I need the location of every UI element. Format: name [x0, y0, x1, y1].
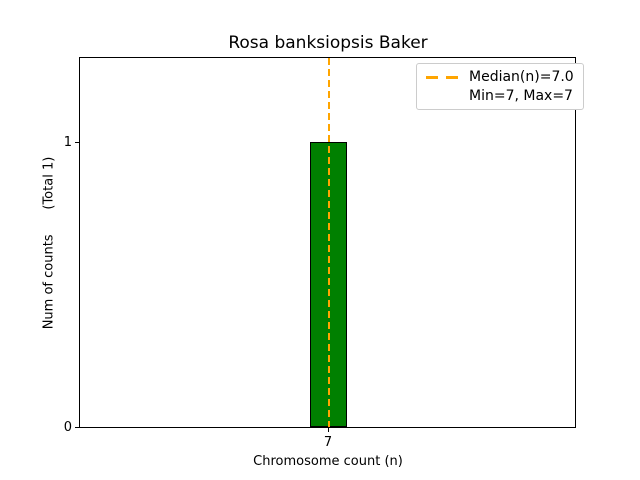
legend: Median(n)=7.0 Min=7, Max=7: [416, 63, 584, 110]
legend-item-median: Median(n)=7.0: [426, 69, 574, 85]
median-vline: [328, 58, 330, 427]
legend-label-minmax: Min=7, Max=7: [469, 88, 573, 104]
y-tick-mark-0: [75, 427, 79, 428]
x-tick-label-7: 7: [323, 435, 333, 450]
legend-label-median: Median(n)=7.0: [469, 69, 574, 85]
empty-marker: [426, 95, 459, 98]
legend-item-minmax: Min=7, Max=7: [426, 88, 574, 104]
x-tick-mark-7: [328, 428, 329, 432]
y-tick-label-0: 0: [63, 420, 72, 435]
x-axis-label: Chromosome count (n): [253, 454, 403, 469]
y-tick-mark-1: [75, 142, 79, 143]
dashed-line-icon: [426, 75, 459, 79]
chart-title: Rosa banksiopsis Baker: [228, 33, 428, 53]
y-axis-label: Num of counts (Total 1): [41, 156, 57, 330]
y-tick-label-1: 1: [63, 135, 72, 150]
plot-area: [79, 57, 576, 428]
